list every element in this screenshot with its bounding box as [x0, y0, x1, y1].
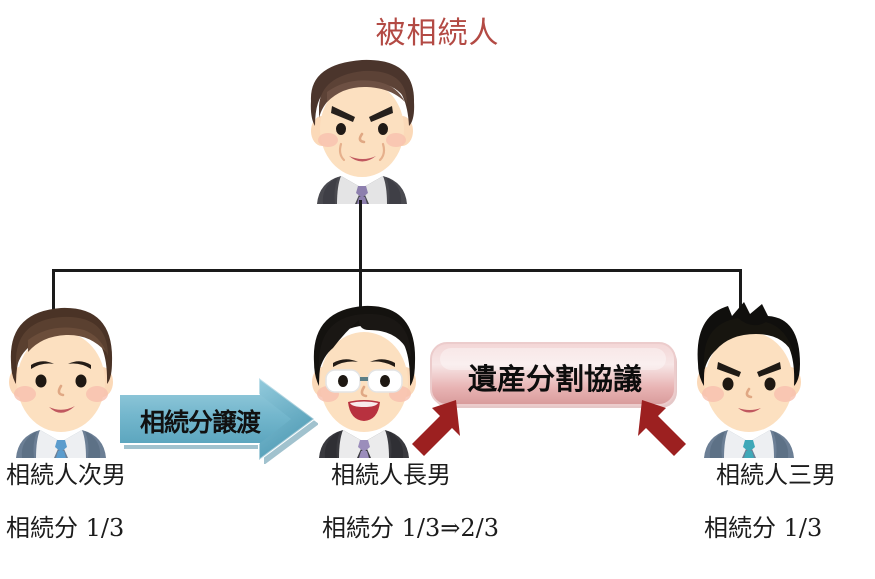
connector-drop-left — [52, 269, 55, 311]
third-son-illustration — [697, 302, 801, 458]
share-transfer-label: 相続分譲渡 — [139, 408, 261, 437]
agreement-banner-label: 遺産分割協議 — [467, 362, 642, 396]
eldest-son-name-label: 相続人長男 — [331, 461, 451, 489]
third-son-share-label: 相続分 1/3 — [704, 514, 823, 542]
connector-horizontal-bar — [52, 269, 742, 272]
red-arrow-up-left-icon — [638, 400, 686, 456]
second-son-name-label: 相続人次男 — [6, 461, 126, 489]
page-title: 被相続人 — [375, 16, 500, 51]
eldest-son-illustration — [312, 305, 416, 458]
third-son-name-label: 相続人三男 — [716, 461, 836, 489]
eldest-son-share-label: 相続分 1/3⇒2/3 — [322, 514, 499, 542]
person-third-son — [688, 290, 810, 458]
decedent-illustration — [310, 59, 415, 204]
banner-shape — [430, 342, 677, 408]
person-decedent — [297, 46, 427, 204]
connector-drop-right — [739, 269, 742, 311]
second-son-illustration — [9, 307, 113, 458]
blue-arrow-shape — [118, 376, 319, 465]
connector-drop-middle — [359, 269, 362, 311]
person-eldest-son — [303, 290, 425, 458]
agreement-banner: 遺産分割協議 — [428, 340, 682, 412]
pointer-arrow-left — [404, 398, 464, 465]
pointer-arrow-right — [634, 398, 694, 465]
red-arrow-up-right-icon — [412, 400, 460, 456]
person-second-son — [0, 290, 122, 458]
share-transfer-arrow: 相続分譲渡 — [113, 376, 319, 465]
connector-parent-vertical — [359, 200, 362, 272]
second-son-share-label: 相続分 1/3 — [6, 514, 125, 542]
